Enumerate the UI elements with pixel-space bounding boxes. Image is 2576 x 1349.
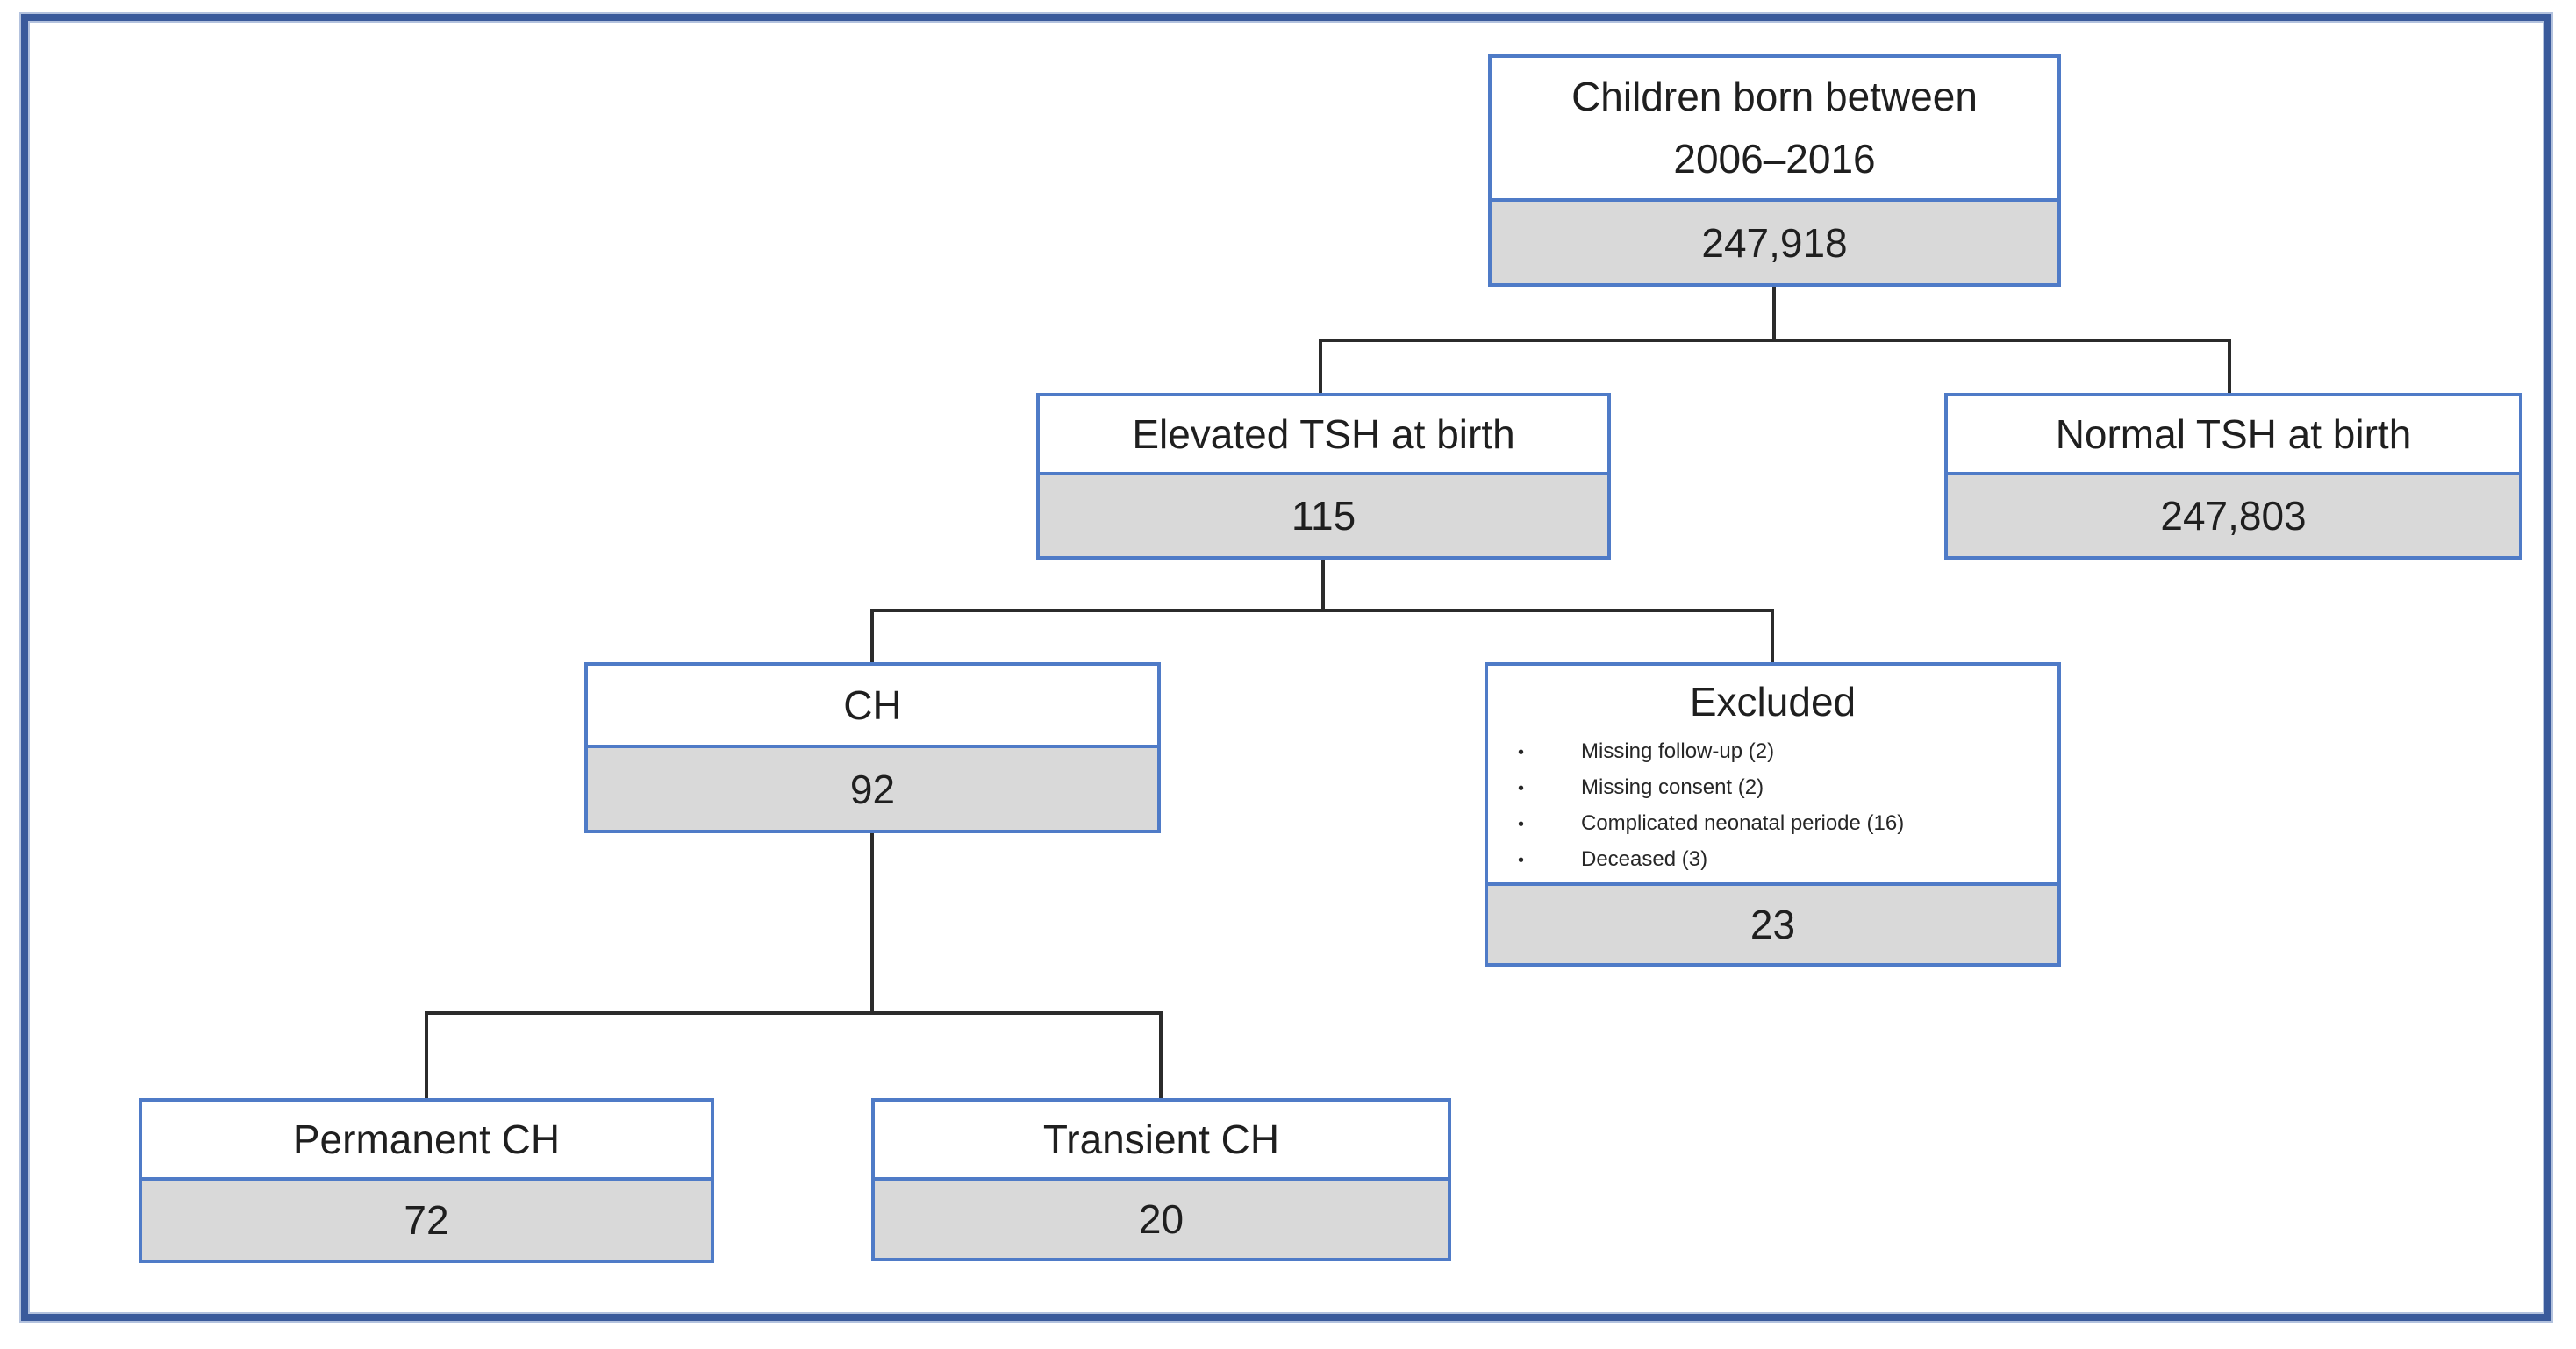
connector-line <box>1319 339 1322 393</box>
list-item: • Missing consent (2) <box>1488 770 2057 806</box>
bullet-icon: • <box>1518 851 1525 870</box>
connector-line <box>425 1011 1163 1015</box>
node-title-line1: Children born between <box>1571 73 1978 119</box>
excluded-bullet-list: • Missing follow-up (2) • Missing consen… <box>1488 734 2057 878</box>
bullet-icon: • <box>1518 779 1525 798</box>
connector-line <box>1321 560 1325 612</box>
connector-line <box>1771 609 1774 662</box>
connector-line <box>425 1011 428 1098</box>
connector-line <box>1159 1011 1163 1098</box>
connector-line <box>870 609 874 662</box>
node-title: Transient CH <box>871 1098 1451 1181</box>
node-ch: CH 92 <box>584 662 1161 833</box>
connector-line <box>1772 287 1776 342</box>
node-transient-ch: Transient CH 20 <box>871 1098 1451 1261</box>
bullet-icon: • <box>1518 815 1525 834</box>
node-count: 92 <box>584 745 1161 833</box>
node-excluded: Excluded • Missing follow-up (2) • Missi… <box>1485 662 2061 967</box>
bullet-text: Deceased (3) <box>1581 847 1708 871</box>
connector-line <box>2228 339 2231 393</box>
diagram-border <box>21 14 2551 1321</box>
connector-line <box>1319 339 2231 342</box>
node-count: 72 <box>139 1177 714 1263</box>
node-title: Elevated TSH at birth <box>1036 393 1611 475</box>
node-count: 115 <box>1036 472 1611 560</box>
bullet-text: Missing consent (2) <box>1581 775 1764 799</box>
node-count: 23 <box>1485 882 2061 967</box>
node-count: 20 <box>871 1177 1451 1261</box>
node-children-born: Children born between 2006–2016 247,918 <box>1488 54 2061 287</box>
connector-line <box>870 609 1774 612</box>
excluded-heading: Excluded <box>1689 679 1857 724</box>
node-title: CH <box>584 662 1161 748</box>
connector-line <box>870 833 874 1015</box>
list-item: • Complicated neonatal periode (16) <box>1488 806 2057 842</box>
node-elevated-tsh: Elevated TSH at birth 115 <box>1036 393 1611 560</box>
bullet-text: Complicated neonatal periode (16) <box>1581 811 1905 835</box>
node-title: Normal TSH at birth <box>1944 393 2522 475</box>
bullet-icon: • <box>1518 743 1525 762</box>
list-item: • Missing follow-up (2) <box>1488 734 2057 770</box>
node-title: Permanent CH <box>139 1098 714 1181</box>
bullet-text: Missing follow-up (2) <box>1581 739 1775 763</box>
node-permanent-ch: Permanent CH 72 <box>139 1098 714 1263</box>
node-title: Children born between 2006–2016 <box>1488 54 2061 202</box>
node-normal-tsh: Normal TSH at birth 247,803 <box>1944 393 2522 560</box>
node-title-line2: 2006–2016 <box>1673 136 1876 182</box>
node-title: Excluded • Missing follow-up (2) • Missi… <box>1485 662 2061 886</box>
list-item: • Deceased (3) <box>1488 842 2057 878</box>
node-count: 247,918 <box>1488 198 2061 287</box>
node-count: 247,803 <box>1944 472 2522 560</box>
